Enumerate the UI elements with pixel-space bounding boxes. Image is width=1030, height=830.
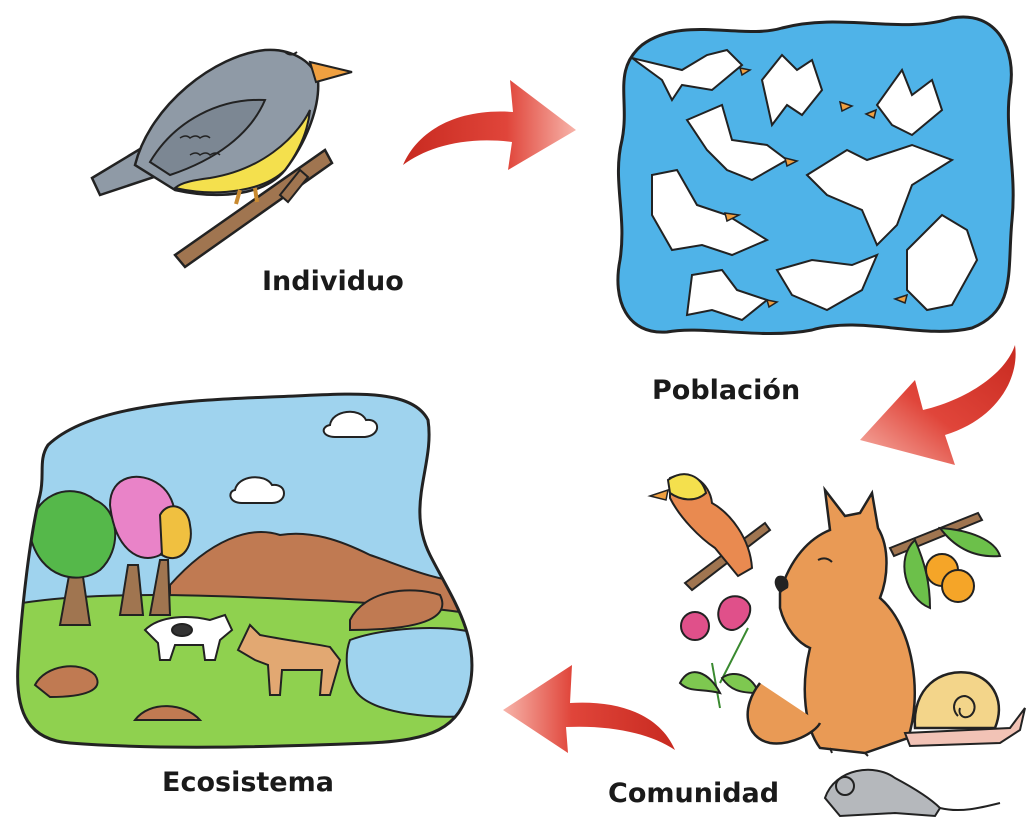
arrow-left-icon [500, 655, 680, 760]
arrow-down-left-icon [855, 340, 1025, 480]
stage-label-ecosistema: Ecosistema [162, 767, 334, 798]
individual-bird-illustration [80, 20, 370, 280]
arrow-right-icon [398, 70, 578, 175]
ecosystem-landscape-illustration [10, 385, 480, 755]
community-animals-illustration [640, 468, 1028, 828]
stage-label-comunidad: Comunidad [608, 778, 780, 809]
stage-label-individuo: Individuo [262, 266, 404, 297]
stage-label-poblacion: Población [652, 375, 801, 406]
population-birds-illustration [612, 10, 1024, 340]
